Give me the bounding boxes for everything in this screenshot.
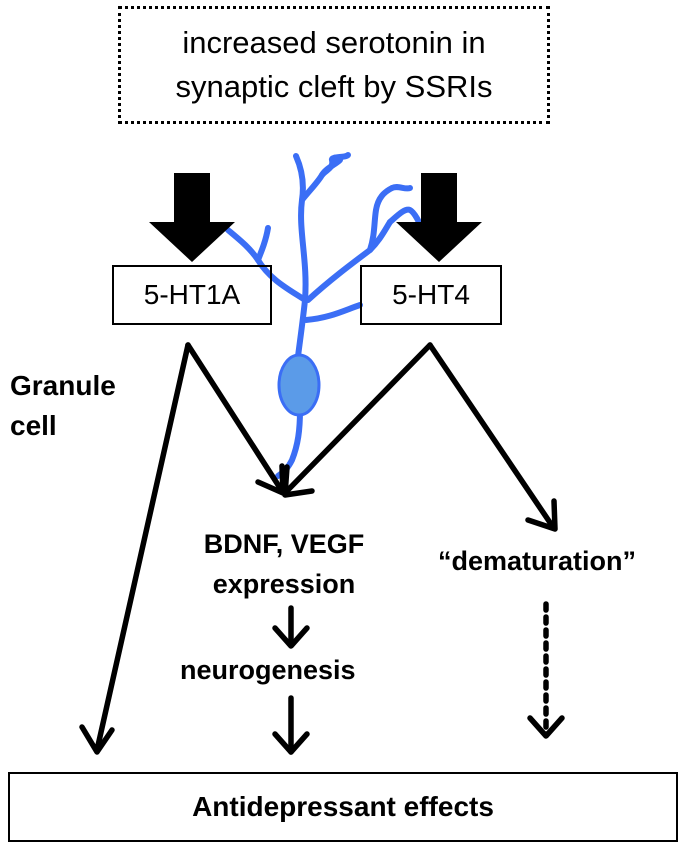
receptor-5ht4-box: 5-HT4 — [360, 265, 502, 325]
serotonin-box-line2: synaptic cleft by SSRIs — [175, 69, 493, 104]
arrow-4-to-dematuration — [427, 342, 556, 530]
serotonin-box-line1: increased serotonin in — [182, 25, 486, 60]
neuron-soma — [277, 353, 321, 417]
bdnf-vegf-label-line2: expression — [212, 569, 356, 599]
serotonin-arrow-right — [396, 173, 482, 262]
neuron-branch-7 — [367, 185, 395, 253]
receptor-5ht1a-box: 5-HT1A — [112, 265, 272, 325]
granule-cell-label: Granule cell — [10, 366, 116, 446]
arrow-1a-to-outcome — [94, 342, 191, 753]
arrow-neurogenesis-to-outcome-head — [272, 731, 310, 755]
receptor-5ht1a-label: 5-HT1A — [143, 279, 241, 310]
arrow-1a-to-outcome-head — [79, 724, 115, 755]
arrow-4-to-dematuration-head — [525, 498, 558, 532]
granule-cell-label-line1: Granule — [10, 370, 116, 401]
neurogenesis-label: neurogenesis — [180, 655, 356, 685]
neuron-main-dendrite — [293, 153, 309, 375]
bdnf-vegf-label: BDNF, VEGF expression — [184, 524, 384, 604]
arrow-1a-to-bdnf — [185, 342, 285, 494]
arrow-4-to-bdnf-head — [282, 464, 315, 498]
bdnf-vegf-label-line1: BDNF, VEGF — [203, 529, 365, 559]
arrow-bdnf-to-neurogenesis-head — [272, 625, 310, 649]
receptor-5ht4-label: 5-HT4 — [392, 279, 470, 310]
neuron-branch-8 — [389, 184, 413, 192]
arrow-dematuration-to-outcome-head — [527, 715, 565, 739]
serotonin-arrow-left — [149, 173, 235, 262]
serotonin-box: increased serotonin in synaptic cleft by… — [118, 6, 550, 124]
granule-cell-neuron — [225, 152, 427, 479]
dematuration-label: “dematuration” — [438, 546, 637, 576]
neuron-branch-4 — [255, 225, 271, 263]
arrow-4-to-bdnf — [282, 342, 433, 496]
neuron-branch-5 — [303, 302, 363, 323]
antidepressant-effects-label: Antidepressant effects — [192, 791, 494, 822]
antidepressant-effects-box: Antidepressant effects — [8, 772, 678, 842]
neuron-branch-2 — [319, 152, 351, 178]
granule-cell-label-line2: cell — [10, 410, 57, 441]
